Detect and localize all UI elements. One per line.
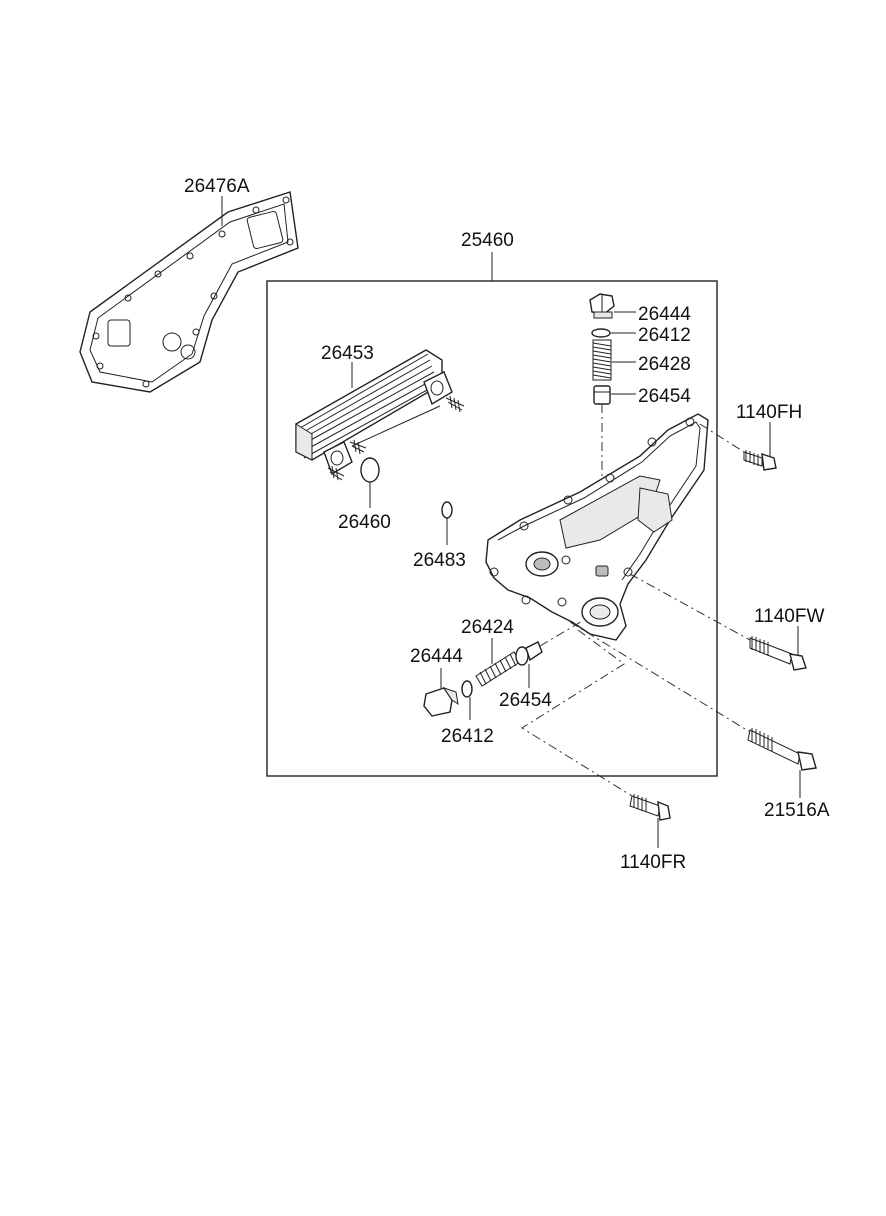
gasket-26476A[interactable] [79,191,299,393]
oil-cooler-26453[interactable] [295,349,465,481]
oil-filter-housing[interactable] [485,413,709,641]
bolt-1140FH[interactable] [743,450,777,471]
label-26454-top: 26454 [638,386,691,407]
label-26460: 26460 [338,512,391,533]
oring-26483[interactable] [441,501,453,519]
label-26412-top: 26412 [638,325,691,346]
plug-26444-top[interactable] [589,293,615,319]
oring-26412-side[interactable] [461,680,473,698]
spring-26424[interactable] [475,651,521,687]
label-26483: 26483 [413,550,466,571]
label-26424: 26424 [461,617,514,638]
label-21516A: 21516A [764,800,830,821]
valve-26454-top[interactable] [593,385,611,405]
plug-26444-side[interactable] [423,687,459,717]
oring-26412-top[interactable] [591,328,611,338]
label-1140FH: 1140FH [736,402,802,423]
label-26453: 26453 [321,343,374,364]
label-26412-side: 26412 [441,726,494,747]
bolt-1140FW[interactable] [749,636,807,671]
label-26444-top: 26444 [638,304,691,325]
bolt-1140FR[interactable] [629,794,671,821]
label-25460: 25460 [461,230,514,251]
valve-26454-side[interactable] [515,641,543,666]
spring-26428[interactable] [592,339,612,381]
oring-26460[interactable] [360,457,380,483]
label-1140FW: 1140FW [754,606,824,627]
label-26428: 26428 [638,354,691,375]
label-26454-side: 26454 [499,690,552,711]
label-26444-side: 26444 [410,646,463,667]
label-26476A: 26476A [184,176,250,197]
label-1140FR: 1140FR [620,852,686,873]
bolt-21516A[interactable] [747,728,817,771]
